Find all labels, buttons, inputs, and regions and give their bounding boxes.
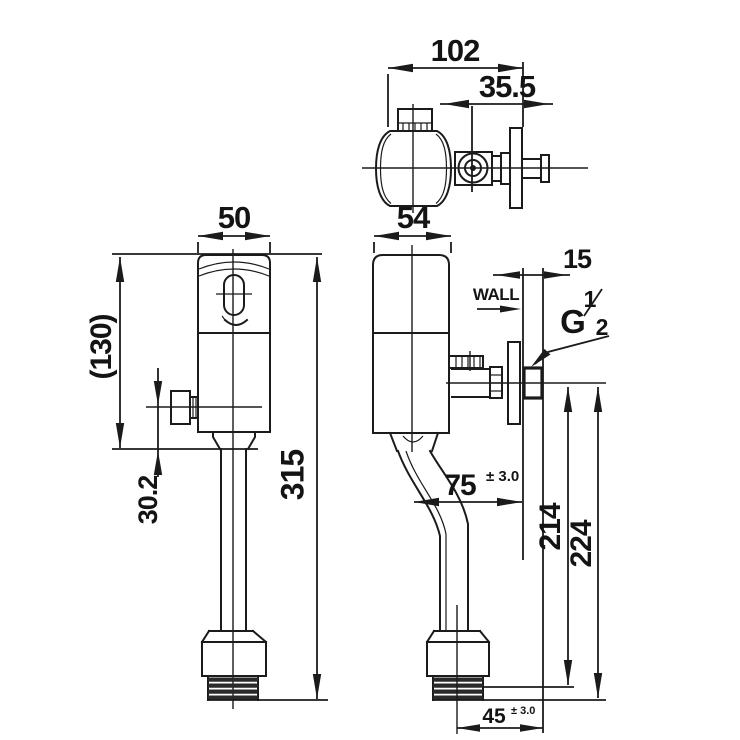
dim-224-label: 224 (565, 519, 598, 567)
dim-body-width-side: 54 (373, 200, 452, 253)
stop-valve-mid-circle (464, 159, 482, 177)
thread-g-label: G (560, 303, 586, 340)
wall-callout: WALL (473, 285, 521, 313)
outlet-tube-inner (405, 450, 447, 631)
side-view (372, 245, 606, 734)
outlet-tube-right (428, 449, 469, 632)
front-view (170, 249, 271, 709)
thread-leader-line (534, 335, 610, 365)
dim-15-label: 15 (563, 244, 592, 274)
dim-30-2-label: 30.2 (133, 476, 163, 525)
dim-75-tolerance: ± 3.0 (486, 468, 519, 485)
outlet-shoulder-right (246, 431, 256, 451)
valve-body-side-outline (372, 254, 450, 434)
thread-denominator: 2 (596, 314, 609, 340)
sensor-smile-mark (223, 318, 249, 326)
spud-front (200, 629, 268, 701)
dim-inlet-center-depth: 35.5 (440, 69, 553, 192)
dim-45-tolerance: ± 3.0 (511, 705, 535, 717)
top-view (362, 104, 588, 213)
body-outlet-arc (402, 435, 424, 443)
spud-side (425, 629, 491, 701)
outlet-tube-left (396, 449, 441, 632)
dim-214-label: 214 (534, 502, 567, 550)
cover-arc-2 (198, 268, 270, 277)
stop-valve-center (470, 165, 476, 171)
dim-102-label: 102 (431, 33, 480, 68)
dim-75-label: 75 (444, 469, 476, 502)
dim-pipe-to-wall: 75 ± 3.0 (414, 468, 522, 507)
fraction-slash (583, 288, 603, 317)
cover-arc-1 (198, 261, 270, 270)
inlet-end-fitting (540, 154, 550, 183)
dim-wall-inset: 15 (493, 244, 593, 279)
sensor-window (223, 274, 245, 316)
dim-35-5-label: 35.5 (479, 69, 536, 104)
stop-valve-outer-circle (457, 152, 489, 184)
wall-label: WALL (473, 285, 519, 304)
dim-body-width-front: 50 (197, 200, 271, 253)
dim-axis-to-spud-end: 224 (565, 387, 603, 698)
body-outlet-left (388, 431, 399, 453)
dim-overall-height: 315 (208, 257, 328, 701)
dim-axis-to-spud-shoulder: 214 (534, 387, 573, 685)
thread-callout-g-half: G 1 2 (531, 286, 610, 367)
dim-54-label: 54 (397, 200, 431, 235)
inlet-stub (448, 355, 484, 369)
dim-stop-valve-drop: 30.2 (133, 368, 262, 524)
dim-body-height-ref: (130) (85, 253, 322, 450)
body-outlet-right (430, 431, 440, 453)
dim-315-label: 315 (274, 450, 310, 501)
thread-numerator: 1 (584, 286, 597, 312)
bonnet-cap-knurl (402, 123, 428, 131)
body-inner-left (379, 133, 392, 204)
inlet-stub-ribs (455, 356, 481, 368)
dim-50-label: 50 (218, 200, 250, 235)
valve-body-front-outline (197, 254, 271, 433)
dim-overall-depth: 102 (387, 33, 524, 127)
outlet-shoulder-left (212, 431, 222, 451)
valve-body-top-outline (374, 130, 453, 207)
thread-leader-arrow (531, 349, 551, 367)
dim-130-label: (130) (85, 314, 118, 379)
dim-spud-center-to-wall: 45 ± 3.0 (457, 705, 543, 732)
wall-flange-top-view (509, 127, 523, 209)
body-inner-right (435, 133, 448, 204)
wall-arrow (500, 305, 521, 313)
dim-45-label: 45 (482, 705, 506, 728)
sensor-smile-tick (221, 315, 226, 321)
